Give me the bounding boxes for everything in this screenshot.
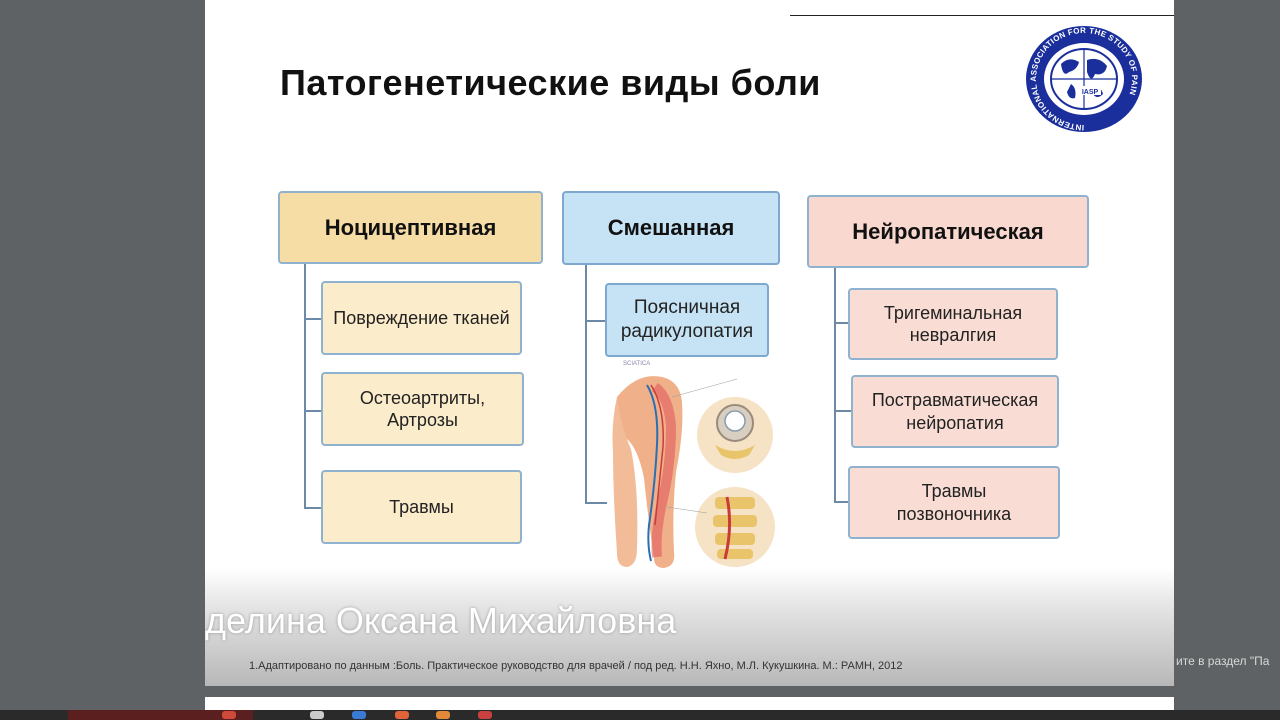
connector <box>304 410 321 412</box>
nociceptive-item-osteoarthritis: Остеоартриты, Артрозы <box>321 372 524 446</box>
mixed-item-lumbar-radiculopathy: Поясничная радикулопатия <box>605 283 769 357</box>
slide-footnote: 1.Адаптировано по данным :Боль. Практиче… <box>249 660 903 672</box>
side-hint-text[interactable]: ите в раздел "Па <box>1176 654 1270 668</box>
nociceptive-tree-trunk <box>304 264 306 508</box>
svg-text:SCIATICA: SCIATICA <box>623 361 650 367</box>
neuropathic-item-trigeminal-neuralgia: Тригеминальная невралгия <box>848 288 1058 360</box>
connector <box>834 410 851 412</box>
mixed-tree-trunk <box>585 265 587 503</box>
connector <box>585 502 607 504</box>
slide-title: Патогенетические виды боли <box>280 62 821 103</box>
nociceptive-item-tissue-damage: Повреждение тканей <box>321 281 522 355</box>
nociceptive-item-trauma: Травмы <box>321 470 522 544</box>
connector <box>304 318 321 320</box>
connector <box>834 501 848 503</box>
neuropathic-item-spinal-trauma: Травмы позвоночника <box>848 466 1060 539</box>
neuropathic-item-posttraumatic-neuropathy: Постравматическая нейропатия <box>851 375 1059 448</box>
connector <box>834 322 848 324</box>
taskbar <box>0 710 1280 720</box>
slide-top-rule <box>790 15 1174 16</box>
video-caption-overlay <box>205 568 1174 686</box>
presentation-slide: Патогенетические виды боли IASP INTERNAT… <box>205 0 1174 686</box>
app-icon[interactable] <box>395 711 409 719</box>
presenter-name: делина Оксана Михайловна <box>205 600 677 641</box>
sciatica-anatomy-illustration: SCIATICA <box>607 357 803 579</box>
app-icon[interactable] <box>478 711 492 719</box>
neuropathic-tree-trunk <box>834 268 836 502</box>
iasp-logo: IASP INTERNATIONAL ASSOCIATION FOR THE S… <box>1026 26 1142 132</box>
app-icon[interactable] <box>222 711 236 719</box>
app-icon[interactable] <box>436 711 450 719</box>
connector <box>304 507 321 509</box>
app-icon[interactable] <box>352 711 366 719</box>
nociceptive-header: Ноцицептивная <box>278 191 543 264</box>
logo-center-text: IASP <box>1082 89 1099 96</box>
connector <box>585 320 605 322</box>
taskbar-active-segment <box>68 710 253 720</box>
mixed-header: Смешанная <box>562 191 780 265</box>
neuropathic-header: Нейропатическая <box>807 195 1089 268</box>
app-icon[interactable] <box>310 711 324 719</box>
